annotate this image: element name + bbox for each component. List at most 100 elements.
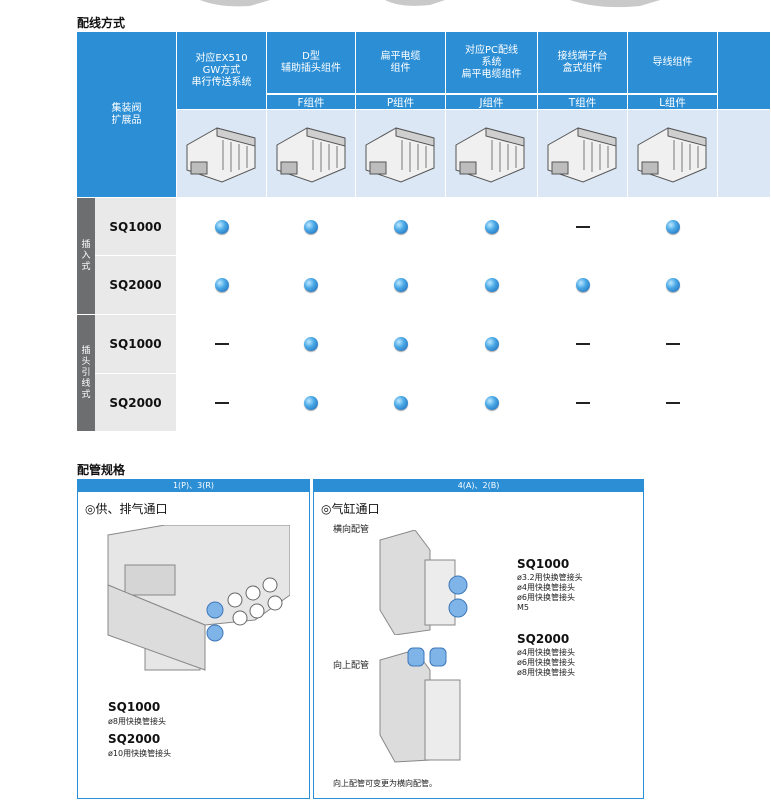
table-cell [356,256,445,314]
column-sub-4: T组件 [538,94,627,109]
table-cell [628,315,717,373]
manifold-valve-icon [547,127,617,183]
column-header-6 [718,32,770,109]
table-cell [446,198,537,255]
table-cell [538,256,627,314]
row-group-label-1: 插 头 引 线 式 [77,315,95,431]
column-header-1: D型 辅助插头组件 [267,32,355,93]
table-cell [356,315,445,373]
supported-dot-icon [393,337,408,351]
table-cell [718,198,770,255]
manifold-valve-icon [637,127,707,183]
left-panel-title: ◎供、排气通口 [85,502,168,516]
supported-dot-icon [393,219,408,234]
not-supported-dash-icon [575,343,590,345]
table-cell [267,374,355,431]
table-cell [628,256,717,314]
column-sub-1: F组件 [267,94,355,109]
table-cell [177,256,266,314]
manifold-valve-icon [455,127,525,183]
right-panel-title: ◎气缸通口 [321,502,380,516]
right-model-1: SQ1000 [517,557,570,571]
supported-dot-icon [214,219,229,234]
wiring-section-title: 配线方式 [77,16,126,30]
side-piping-illustration [379,530,468,635]
supported-dot-icon [304,395,318,410]
up-piping-label: 向上配管 [333,661,370,671]
table-cell [356,198,445,255]
supply-exhaust-port-illustration [107,525,290,671]
piping-section-title: 配管规格 [77,463,126,477]
table-cell [538,198,627,255]
supported-dot-icon [393,395,408,410]
supported-dot-icon [484,219,499,234]
row-group-label-0: 插 入 式 [77,198,95,314]
supported-dot-icon [484,337,499,351]
table-cell [267,315,355,373]
table-cell [177,374,266,431]
column-product-image-4 [538,110,627,197]
up-piping-illustration [379,647,461,763]
column-product-image-6 [718,110,770,197]
right-model-2: SQ2000 [517,632,570,646]
column-sub-2: P组件 [356,94,445,109]
not-supported-dash-icon [665,401,680,404]
table-cell [356,374,445,431]
left-model-1: SQ1000 [108,700,161,714]
top-product-fragments [200,0,660,8]
supported-dot-icon [665,219,680,234]
column-product-image-2 [356,110,445,197]
column-product-image-3 [446,110,537,197]
table-cell [446,256,537,314]
supported-dot-icon [304,337,318,351]
row-model-0-1: SQ2000 [95,256,176,314]
table-cell [718,374,770,431]
table-cell [446,374,537,431]
column-header-5: 导线组件 [628,32,717,93]
supported-dot-icon [214,278,229,292]
table-cell [538,315,627,373]
column-header-4: 接线端子台 盒式组件 [538,32,627,93]
right-panel-header: 4(A)、2(B) [313,479,644,492]
row-model-0-0: SQ1000 [95,198,176,255]
column-sub-3: J组件 [446,94,537,109]
side-piping-label: 横向配管 [333,525,370,535]
up-piping-note: 向上配管可变更为横向配管。 [333,779,437,788]
not-supported-dash-icon [214,401,229,404]
column-product-image-5 [628,110,717,197]
supported-dot-icon [304,219,318,234]
table-cell [718,256,770,314]
manifold-valve-icon [186,127,256,183]
column-header-2: 扁平电缆 组件 [356,32,445,93]
column-sub-5: L组件 [628,94,717,109]
not-supported-dash-icon [214,343,229,345]
manifold-valve-icon [276,127,346,183]
table-cell [177,198,266,255]
left-spec-2: ø10用快换管接头 [108,749,172,758]
table-cell [718,315,770,373]
supported-dot-icon [665,278,680,292]
right-piping-panel [313,492,644,799]
not-supported-dash-icon [575,225,590,228]
table-cell [446,315,537,373]
supported-dot-icon [304,278,318,292]
row-model-1-0: SQ1000 [95,315,176,373]
supported-dot-icon [575,278,590,292]
column-product-image-1 [267,110,355,197]
column-product-image-0 [177,110,266,197]
left-model-2: SQ2000 [108,732,161,746]
supported-dot-icon [484,278,499,292]
supported-dot-icon [484,395,499,410]
supported-dot-icon [393,278,408,292]
not-supported-dash-icon [665,343,680,345]
manifold-valve-icon [365,127,435,183]
left-spec-1: ø8用快换管接头 [108,717,166,726]
table-cell [267,198,355,255]
column-header-0: 对应EX510 GW方式 串行传送系统 [177,32,266,109]
table-cell [538,374,627,431]
corner-label: 集装阀 扩展品 [77,32,176,197]
table-cell [628,198,717,255]
table-cell [267,256,355,314]
table-cell [177,315,266,373]
left-panel-header: 1(P)、3(R) [77,479,310,492]
